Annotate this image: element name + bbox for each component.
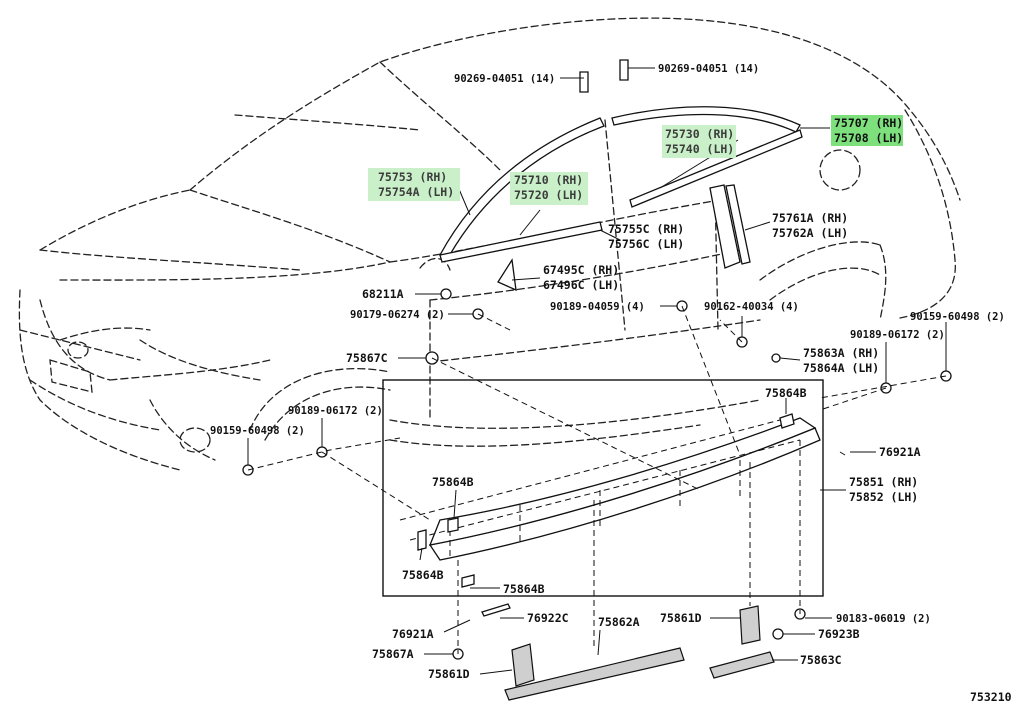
label-75867A: 75867A <box>372 647 414 661</box>
label-75740: 75740 (LH) <box>665 142 734 156</box>
label-67495C: 67495C (RH) <box>543 263 619 277</box>
label-75861D-left: 75861D <box>428 667 470 681</box>
label-76921A-right: 76921A <box>879 445 921 459</box>
window-moldings <box>439 59 803 292</box>
label-75861D-right: 75861D <box>660 611 702 625</box>
guide-lines <box>247 305 947 654</box>
label-76921A-left: 76921A <box>392 627 434 641</box>
label-75864B-top: 75864B <box>765 386 807 400</box>
molding-75862A <box>504 647 685 701</box>
molding-75863C <box>709 651 775 679</box>
label-76923B: 76923B <box>818 627 860 641</box>
label-75753: 75753 (RH) <box>378 170 447 184</box>
center-pillar-garnish-inner <box>725 184 751 265</box>
label-75761A: 75761A (RH) <box>772 211 848 225</box>
label-76922C: 76922C <box>527 611 569 625</box>
label-75864B-bottom: 75864B <box>402 568 444 582</box>
label-90159-left: 90159-60498 (2) <box>210 425 305 437</box>
rear-door-belt-molding <box>629 129 803 208</box>
label-67496C: 67496C (LH) <box>543 278 619 292</box>
label-75864B-left: 75864B <box>432 475 474 489</box>
part-labels: 90269-04051 (14) 90269-04051 (14) 75707 … <box>210 63 1012 704</box>
diagram-id: 753210 <box>970 690 1012 704</box>
label-75755C: 75755C (RH) <box>608 222 684 236</box>
label-75762A: 75762A (LH) <box>772 226 848 240</box>
highlight-boxes <box>368 115 903 205</box>
clip-right <box>619 59 629 81</box>
rocker-panel <box>399 417 821 561</box>
fasteners <box>242 288 952 660</box>
highlight-75707 <box>831 115 903 146</box>
label-75863A: 75863A (RH) <box>803 346 879 360</box>
label-75754A: 75754A (LH) <box>378 185 454 199</box>
label-75863C: 75863C <box>800 653 842 667</box>
label-68211A: 68211A <box>362 287 404 301</box>
label-90162: 90162-40034 (4) <box>704 301 799 313</box>
brackets <box>417 413 795 588</box>
label-75708: 75708 (LH) <box>834 131 903 145</box>
label-75851: 75851 (RH) <box>849 475 918 489</box>
label-75720: 75720 (LH) <box>514 188 583 202</box>
label-75864B-bottom2: 75864B <box>503 582 545 596</box>
label-90269-right: 90269-04051 (14) <box>658 63 759 75</box>
mirror-corner-garnish <box>497 258 517 292</box>
pad-75861D-right <box>739 605 761 645</box>
label-75756C: 75756C (LH) <box>608 237 684 251</box>
front-door-belt-molding <box>439 221 603 263</box>
strip-76922C <box>481 603 511 617</box>
label-90189-right: 90189-06172 (2) <box>850 329 945 341</box>
pad-75861D-left <box>511 643 535 687</box>
fastener-68211A <box>440 288 452 300</box>
label-90179: 90179-06274 (2) <box>350 309 445 321</box>
highlight-75730 <box>662 125 736 158</box>
highlight-75710 <box>510 172 588 205</box>
car-body-outline <box>18 17 961 471</box>
highlight-75753 <box>368 168 460 201</box>
center-pillar-garnish <box>709 184 741 269</box>
label-90269-left: 90269-04051 (14) <box>454 73 555 85</box>
label-75710: 75710 (RH) <box>514 173 583 187</box>
label-90159-right: 90159-60498 (2) <box>910 311 1005 323</box>
lower-parts <box>481 603 775 701</box>
label-90183: 90183-06019 (2) <box>836 613 931 625</box>
fastener-76923B <box>772 628 784 640</box>
label-75730: 75730 (RH) <box>665 127 734 141</box>
label-90189-04059: 90189-04059 (4) <box>550 301 645 313</box>
label-75852: 75852 (LH) <box>849 490 918 504</box>
label-75867C: 75867C <box>346 351 388 365</box>
fastener-75863A <box>771 353 781 363</box>
label-90189-left: 90189-06172 (2) <box>288 405 383 417</box>
label-75707: 75707 (RH) <box>834 116 903 130</box>
rocker-panel-detail-box <box>382 379 824 597</box>
label-75862A: 75862A <box>598 615 640 629</box>
label-75864A: 75864A (LH) <box>803 361 879 375</box>
front-door-upper-molding <box>439 117 605 259</box>
clip-left <box>579 71 589 93</box>
